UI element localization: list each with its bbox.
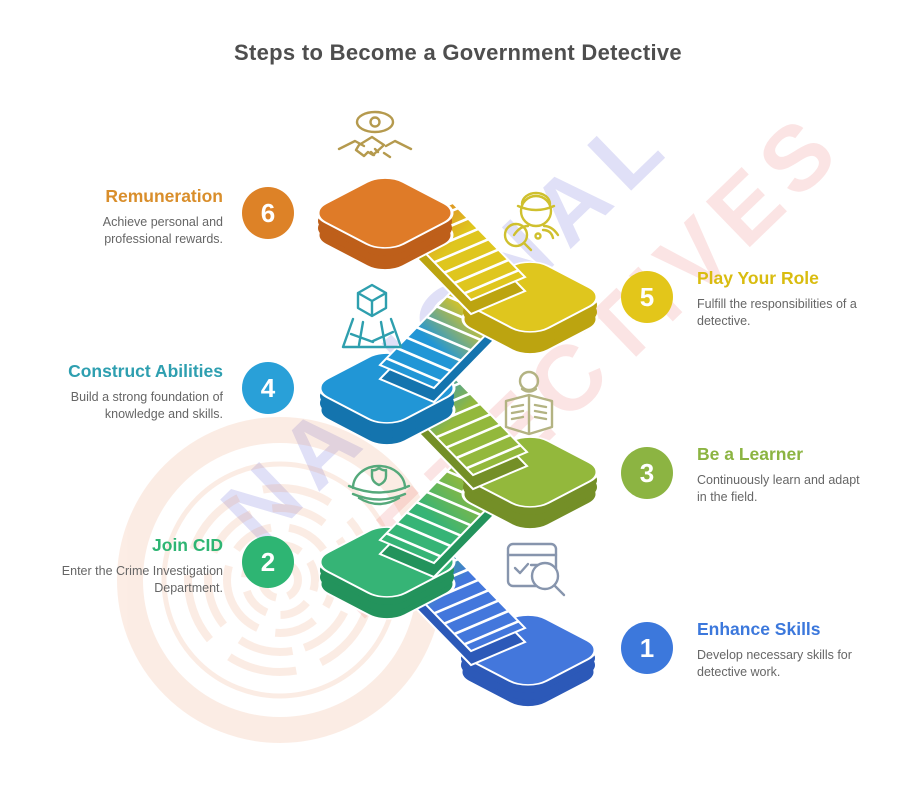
step-3-badge: 3 [621, 447, 673, 499]
reading-person-icon [498, 368, 560, 442]
step-3-block: Be a Learner Continuously learn and adap… [697, 444, 902, 505]
cube-map-icon [336, 282, 408, 356]
step-4-description: Build a strong foundation of knowledge a… [70, 390, 223, 421]
eye-handshake-icon [333, 108, 417, 184]
step-5-block: Play Your Role Fulfill the responsibilit… [697, 268, 902, 329]
step-4-badge: 4 [242, 362, 294, 414]
step-2-title: Join CID [152, 535, 223, 555]
page-title: Steps to Become a Government Detective [234, 40, 682, 65]
step-1-title: Enhance Skills [697, 619, 821, 639]
step-1-description: Develop necessary skills for detective w… [697, 648, 852, 679]
step-2-block: Join CID Enter the Crime Investigation D… [18, 535, 223, 596]
step-2-description: Enter the Crime Investigation Department… [61, 564, 223, 595]
step-5-description: Fulfill the responsibilities of a detect… [697, 297, 857, 328]
step-4-block: Construct Abilities Build a strong found… [18, 361, 223, 422]
browser-search-icon [500, 538, 572, 604]
step-5-badge: 5 [621, 271, 673, 323]
step-1-badge: 1 [621, 622, 673, 674]
step-6-badge: 6 [242, 187, 294, 239]
step-5-title: Play Your Role [697, 268, 819, 288]
step-6-description: Achieve personal and professional reward… [102, 215, 223, 246]
step-6-title: Remuneration [105, 186, 223, 206]
police-cap-icon [340, 452, 418, 520]
step-3-title: Be a Learner [697, 444, 804, 464]
step-4-title: Construct Abilities [68, 361, 223, 381]
step-1-block: Enhance Skills Develop necessary skills … [697, 619, 902, 680]
step-3-description: Continuously learn and adapt in the fiel… [697, 473, 860, 504]
step-6-block: Remuneration Achieve personal and profes… [18, 186, 223, 247]
step-2-badge: 2 [242, 536, 294, 588]
detective-magnifier-icon [498, 183, 572, 257]
platform-6 [316, 177, 454, 271]
